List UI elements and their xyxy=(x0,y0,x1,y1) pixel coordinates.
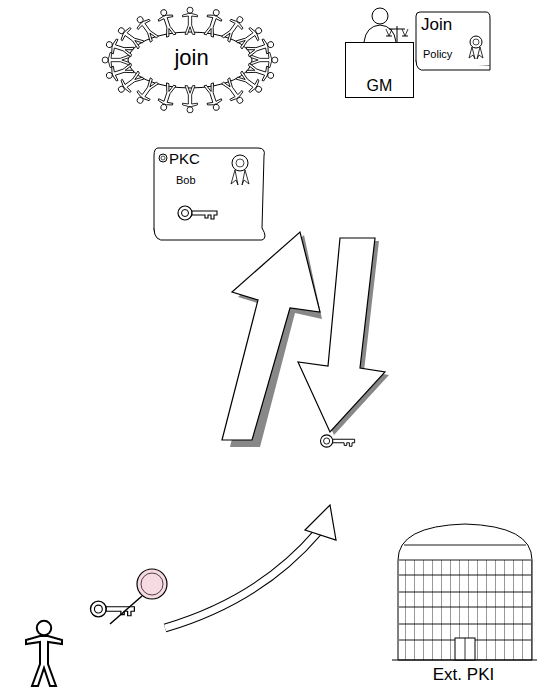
people-ring xyxy=(102,7,278,113)
node-text: Bob xyxy=(176,174,196,187)
building xyxy=(392,524,537,660)
ring-person xyxy=(183,86,198,113)
certificate-scroll xyxy=(154,148,265,240)
ring-person xyxy=(156,7,179,37)
ring-person xyxy=(220,76,248,107)
ring-person xyxy=(104,37,134,60)
ring-person xyxy=(202,7,225,37)
node-text: PKC xyxy=(169,150,200,167)
ring-person xyxy=(251,53,278,68)
ring-person xyxy=(245,61,275,84)
policy-scroll xyxy=(416,12,490,70)
pki-box: Ext. PKI xyxy=(390,662,537,688)
policy-scroll-box: JoinPolicy xyxy=(416,12,474,68)
ring-person xyxy=(132,13,160,44)
node-text: Policy xyxy=(423,48,452,61)
ring-person xyxy=(156,82,179,112)
group-ring: join xyxy=(113,40,270,80)
certificate-box: PKC Bob xyxy=(154,148,232,203)
ring-person xyxy=(102,53,129,68)
ring-person xyxy=(245,37,275,60)
node-text: join xyxy=(113,45,270,70)
ring-person xyxy=(202,82,225,112)
node-text: Join xyxy=(421,15,452,35)
node-text: Ext. PKI xyxy=(390,665,537,685)
ring-person xyxy=(104,61,134,84)
ring-person xyxy=(183,7,198,34)
gm-desk: GM xyxy=(345,42,414,98)
node-text: GM xyxy=(346,77,413,95)
